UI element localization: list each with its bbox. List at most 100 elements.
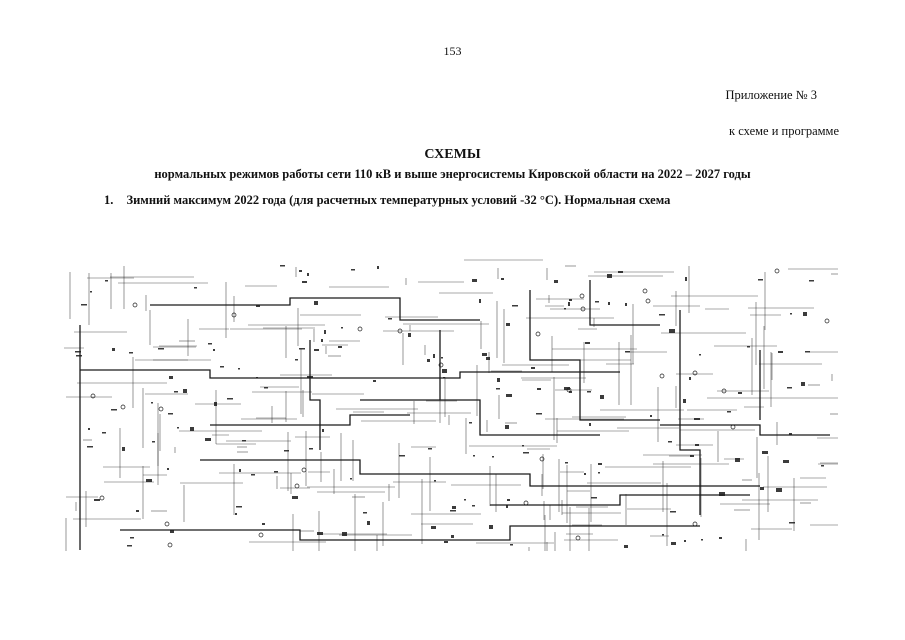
substation-marker (136, 510, 139, 512)
substation-marker (314, 301, 318, 305)
substation-marker (408, 333, 411, 337)
substation-marker (307, 376, 313, 378)
substation-marker (618, 271, 623, 273)
transformer-symbol (158, 406, 164, 412)
substation-marker (789, 433, 792, 435)
substation-marker (264, 387, 268, 389)
substation-marker (584, 473, 586, 475)
substation-marker (158, 348, 164, 350)
substation-marker (650, 415, 652, 417)
substation-marker (523, 452, 529, 454)
substation-marker (170, 530, 174, 533)
substation-marker (507, 499, 510, 501)
substation-marker (683, 399, 686, 403)
substation-marker (501, 278, 504, 280)
transformer-symbol (824, 318, 830, 324)
substation-marker (302, 281, 307, 283)
document-subtitle: нормальных режимов работы сети 110 кВ и … (154, 167, 751, 181)
substation-marker (292, 496, 298, 499)
substation-marker (506, 323, 510, 326)
transmission-line (120, 525, 700, 541)
transmission-line (309, 340, 321, 450)
substation-marker (427, 359, 430, 362)
substation-marker (537, 388, 541, 390)
section-number: 1. (104, 193, 114, 207)
substation-marker (81, 304, 87, 306)
substation-marker (801, 382, 805, 386)
substation-marker (699, 354, 701, 356)
substation-marker (472, 505, 475, 507)
substation-marker (127, 545, 132, 547)
transformer-symbol (120, 404, 126, 410)
substation-marker (441, 357, 443, 359)
substation-marker (242, 440, 246, 442)
substation-marker (151, 402, 153, 404)
substation-marker (433, 354, 435, 358)
transformer-symbol (132, 302, 138, 308)
substation-marker (669, 329, 675, 333)
substation-marker (341, 327, 343, 329)
transformer-symbol (294, 483, 300, 489)
substation-marker (309, 448, 313, 450)
substation-marker (112, 348, 115, 351)
substation-marker (684, 540, 686, 542)
transformer-symbol (397, 328, 403, 334)
transmission-line (529, 290, 660, 421)
substation-marker (324, 330, 326, 334)
substation-marker (190, 427, 194, 431)
transformer-symbol (90, 393, 96, 399)
substation-marker (719, 537, 722, 539)
substation-marker (194, 287, 197, 289)
appendix-label: Приложение № 3 (725, 88, 817, 102)
substation-marker (506, 505, 508, 508)
document-title: СХЕМЫ (424, 147, 481, 162)
substation-marker (783, 460, 789, 463)
substation-marker (321, 339, 323, 342)
substation-marker (506, 394, 512, 397)
substation-marker (600, 395, 604, 399)
substation-marker (451, 535, 454, 538)
substation-marker (377, 266, 379, 269)
substation-marker (727, 411, 731, 413)
substation-marker (280, 265, 285, 267)
transformer-symbol (692, 521, 698, 527)
substation-marker (130, 537, 134, 539)
substation-marker (295, 359, 298, 361)
transformer-symbol (99, 495, 105, 501)
transformer-symbol (523, 500, 529, 506)
substation-marker (821, 465, 824, 467)
substation-marker (213, 349, 215, 351)
substation-marker (595, 301, 599, 303)
transformer-symbol (258, 532, 264, 538)
substation-marker (564, 308, 566, 310)
substation-marker (565, 462, 568, 464)
transformer-symbol (645, 298, 651, 304)
transformer-symbol (539, 456, 545, 462)
substation-marker (152, 441, 155, 443)
substation-marker (701, 539, 703, 541)
substation-marker (227, 398, 233, 400)
substation-marker (486, 357, 490, 360)
substation-marker (452, 506, 456, 509)
substation-marker (122, 447, 125, 451)
substation-marker (168, 413, 173, 415)
substation-marker (367, 521, 370, 525)
substation-marker (239, 469, 241, 472)
substation-marker (659, 314, 665, 316)
substation-marker (489, 525, 493, 529)
section-title: Зимний максимум 2022 года (для расчетных… (126, 193, 671, 207)
substation-marker (608, 302, 610, 305)
transformer-symbol (774, 268, 780, 274)
substation-marker (174, 391, 178, 393)
transmission-line (589, 280, 660, 326)
substation-marker (262, 523, 265, 525)
substation-marker (177, 427, 179, 429)
substation-marker (787, 387, 792, 389)
substation-marker (497, 378, 500, 382)
transmission-line (210, 414, 410, 426)
substation-marker (299, 270, 302, 272)
transmission-line (679, 310, 701, 515)
substation-marker (388, 318, 392, 320)
substation-marker (75, 351, 81, 353)
transmission-line (360, 399, 600, 436)
